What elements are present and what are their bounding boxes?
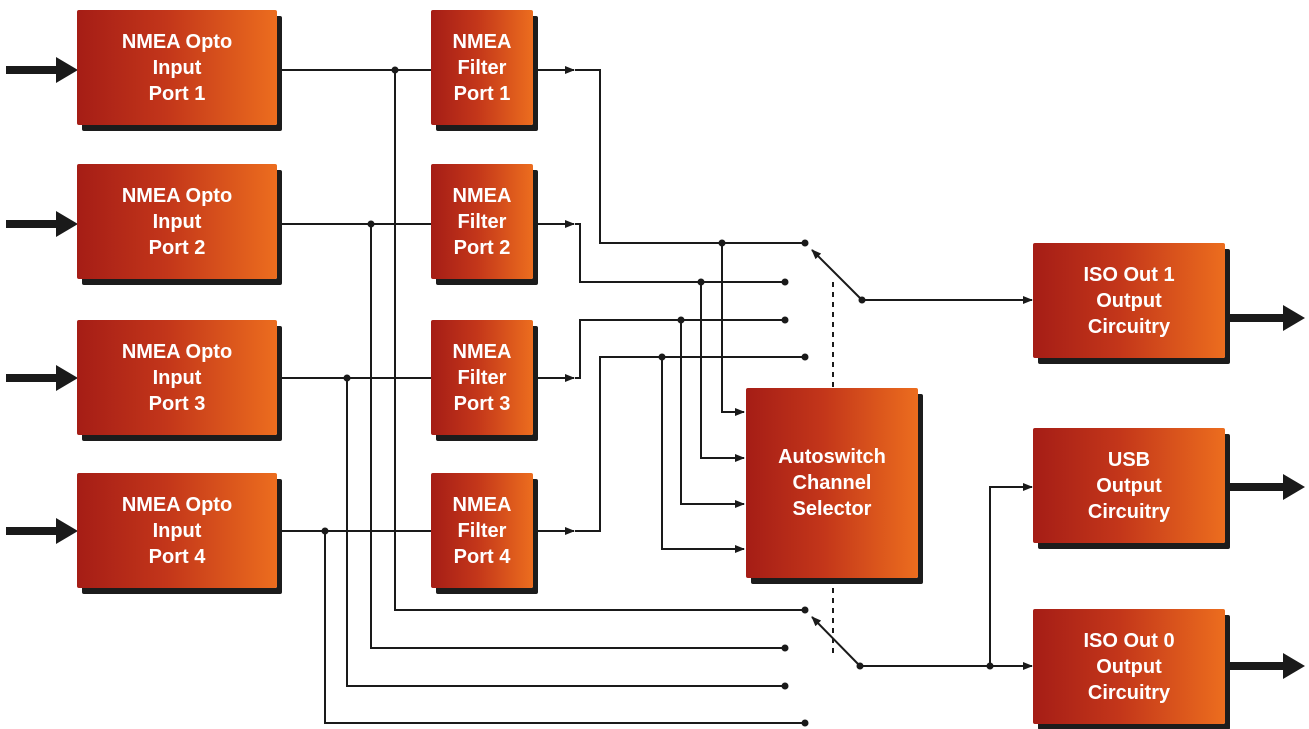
selector-line-2: Channel bbox=[792, 472, 872, 494]
usb-out-arrow bbox=[1226, 474, 1305, 500]
contact-5-dot bbox=[801, 606, 809, 614]
iso-out-1-box: ISO Out 1 Output Circuitry bbox=[1033, 243, 1225, 358]
filter-port-2-line-3: Port 2 bbox=[453, 236, 511, 259]
iso-out-1-line-3: Circuitry bbox=[1087, 315, 1171, 338]
contact-1-dot bbox=[801, 239, 809, 247]
selector-input-4-wire bbox=[661, 357, 745, 553]
filter-port-2-line-2: Filter bbox=[457, 210, 507, 233]
input-port-2-box: NMEA Opto Input Port 2 bbox=[77, 164, 277, 279]
selector-input-1-wire bbox=[721, 243, 745, 416]
bypass-3-wire bbox=[346, 378, 785, 687]
iso-out-0-line-1: ISO Out 0 bbox=[1083, 629, 1175, 652]
input-port-2-line-3: Port 2 bbox=[148, 236, 206, 259]
input-port-2-line-1: NMEA Opto bbox=[121, 184, 233, 207]
filter4-bus-wire bbox=[575, 356, 805, 532]
iso-out-0-arrow bbox=[1226, 653, 1305, 679]
bypass-2-wire bbox=[370, 224, 785, 649]
usb-out-box: USB Output Circuitry bbox=[1033, 428, 1225, 543]
input-port-3-box: NMEA Opto Input Port 3 bbox=[77, 320, 277, 435]
input-port-3-line-2: Input bbox=[152, 366, 202, 389]
iso-out-1-line-2: Output bbox=[1096, 289, 1162, 312]
contact-6-dot bbox=[781, 644, 789, 652]
bypass-4-tap-dot bbox=[321, 527, 329, 535]
filter-port-3-line-1: NMEA bbox=[452, 340, 512, 363]
contact-2-dot bbox=[781, 278, 789, 286]
input-port-4-line-2: Input bbox=[152, 519, 202, 542]
bypass-2-tap-dot bbox=[367, 220, 375, 228]
input-port-1-box: NMEA Opto Input Port 1 bbox=[77, 10, 277, 125]
input-3-arrow bbox=[6, 365, 78, 391]
usb-branch-dot bbox=[986, 662, 994, 670]
input-port-1-line-2: Input bbox=[152, 56, 202, 79]
autoswitch-selector-box: Autoswitch Channel Selector bbox=[746, 388, 918, 578]
input-port-1-line-3: Port 1 bbox=[148, 82, 206, 105]
tap-1-dot bbox=[718, 239, 726, 247]
input-port-1-line-1: NMEA Opto bbox=[121, 30, 233, 53]
filter-port-1-line-3: Port 1 bbox=[453, 82, 511, 105]
input-port-4-line-1: NMEA Opto bbox=[121, 493, 233, 516]
contact-4-dot bbox=[801, 353, 809, 361]
filter-port-3-line-3: Port 3 bbox=[453, 392, 511, 415]
input-port-4-line-3: Port 4 bbox=[148, 545, 206, 568]
iso-out-0-line-2: Output bbox=[1096, 655, 1162, 678]
contact-7-dot bbox=[781, 682, 789, 690]
lower-switch-pivot-dot bbox=[856, 662, 864, 670]
input-port-4-box: NMEA Opto Input Port 4 bbox=[77, 473, 277, 588]
filter-port-4-line-2: Filter bbox=[457, 519, 507, 542]
selector-input-3-wire bbox=[680, 320, 745, 508]
filter-port-4-box: NMEA Filter Port 4 bbox=[431, 473, 533, 588]
lower-switch-arm bbox=[811, 616, 861, 667]
filter-port-4-line-1: NMEA bbox=[452, 493, 512, 516]
tap-3-dot bbox=[677, 316, 685, 324]
iso-out-0-line-3: Circuitry bbox=[1087, 681, 1171, 704]
bypass-4-wire bbox=[324, 531, 805, 724]
filter-port-4-line-3: Port 4 bbox=[453, 545, 511, 568]
filter-port-3-box: NMEA Filter Port 3 bbox=[431, 320, 533, 435]
bypass-3-tap-dot bbox=[343, 374, 351, 382]
filter-port-1-box: NMEA Filter Port 1 bbox=[431, 10, 533, 125]
tap-2-dot bbox=[697, 278, 705, 286]
input-2-arrow bbox=[6, 211, 78, 237]
iso-out-0-box: ISO Out 0 Output Circuitry bbox=[1033, 609, 1225, 724]
upper-switch-arm bbox=[811, 249, 863, 301]
contact-8-dot bbox=[801, 719, 809, 727]
input-1-arrow bbox=[6, 57, 78, 83]
filter-port-3-line-2: Filter bbox=[457, 366, 507, 389]
filter-port-2-box: NMEA Filter Port 2 bbox=[431, 164, 533, 279]
bypass-1-tap-dot bbox=[391, 66, 399, 74]
filter-port-1-line-1: NMEA bbox=[452, 30, 512, 53]
filter-port-2-line-1: NMEA bbox=[452, 184, 512, 207]
tap-4-dot bbox=[658, 353, 666, 361]
filter-port-1-line-2: Filter bbox=[457, 56, 507, 79]
usb-out-line-3: Circuitry bbox=[1087, 500, 1171, 523]
contact-3-dot bbox=[781, 316, 789, 324]
selector-line-3: Selector bbox=[792, 498, 872, 520]
filter1-bus-wire bbox=[575, 69, 805, 244]
upper-switch-pivot-dot bbox=[858, 296, 866, 304]
input-port-3-line-1: NMEA Opto bbox=[121, 340, 233, 363]
filter2-bus-wire bbox=[575, 223, 785, 283]
input-port-2-line-2: Input bbox=[152, 210, 202, 233]
bypass-1-wire bbox=[394, 70, 805, 611]
iso-out-1-arrow bbox=[1226, 305, 1305, 331]
usb-out-line-1: USB bbox=[1107, 448, 1151, 471]
usb-branch-wire bbox=[989, 483, 1033, 666]
iso-out-1-line-1: ISO Out 1 bbox=[1083, 263, 1175, 286]
input-4-arrow bbox=[6, 518, 78, 544]
input-port-3-line-3: Port 3 bbox=[148, 392, 206, 415]
usb-out-line-2: Output bbox=[1096, 474, 1162, 497]
selector-input-2-wire bbox=[700, 282, 745, 462]
selector-line-1: Autoswitch bbox=[778, 446, 886, 468]
